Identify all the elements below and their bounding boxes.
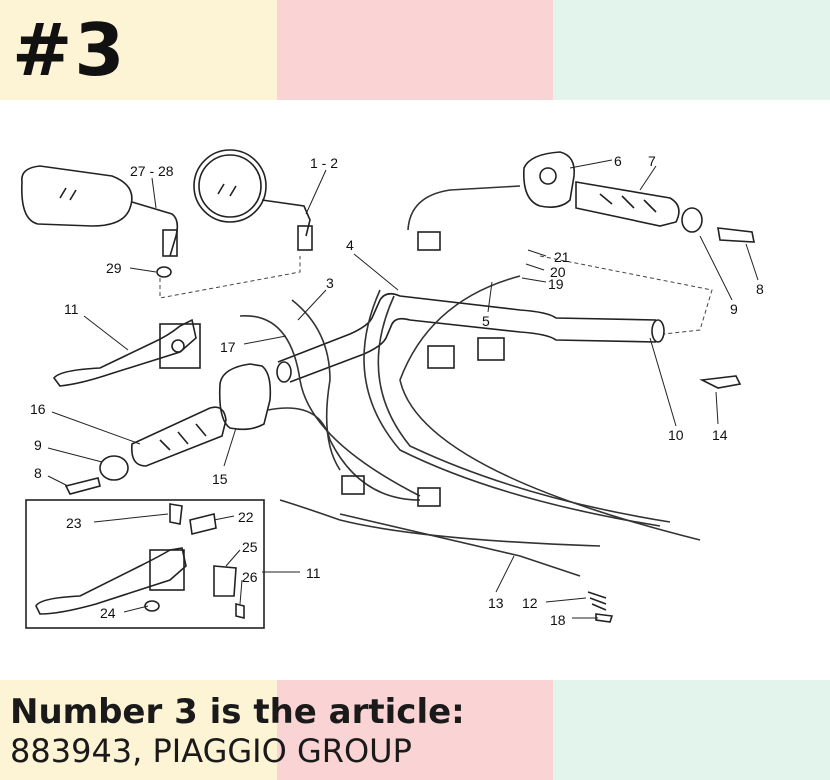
callout-17: 17 — [220, 339, 236, 355]
right-mirror — [193, 149, 313, 251]
callout-7: 7 — [648, 153, 656, 169]
throttle-dashed-guide — [539, 255, 713, 335]
bar-end-weight-left — [99, 455, 129, 481]
callout-19: 19 — [548, 276, 564, 292]
bottom-color-band — [0, 680, 830, 780]
right-switch-housing — [523, 151, 576, 208]
article-caption-heading: Number 3 is the article: — [10, 692, 465, 732]
bolt-8-left — [64, 477, 101, 495]
connector-middle — [417, 487, 441, 507]
callout-8-right: 8 — [756, 281, 764, 297]
item-number-badge: #3 — [12, 8, 127, 92]
callout-27-28: 27 - 28 — [130, 163, 174, 179]
mirror-dashed-guide — [159, 256, 301, 299]
top-band-yellow — [0, 0, 277, 100]
bolt-8-right — [717, 227, 755, 243]
callout-26: 26 — [242, 569, 258, 585]
nut-29 — [156, 266, 172, 278]
bottom-band-mint — [553, 680, 830, 780]
handlebar-exploded-diagram: 27 - 28 1 - 2 6 7 4 3 29 21 20 19 8 9 11… — [21, 149, 764, 629]
left-grip — [130, 406, 227, 467]
callout-14: 14 — [712, 427, 728, 443]
top-color-band — [0, 0, 830, 100]
bottom-band-yellow — [0, 680, 277, 780]
lever-detail-inset — [25, 499, 265, 629]
callout-21: 21 — [554, 249, 570, 265]
callout-23: 23 — [66, 515, 82, 531]
callout-15: 15 — [212, 471, 228, 487]
callout-29: 29 — [106, 260, 122, 276]
callout-5: 5 — [482, 313, 490, 329]
leader-lines — [47, 159, 759, 619]
callout-16: 16 — [30, 401, 46, 417]
connector-top — [417, 231, 441, 251]
bottom-band-pink — [277, 680, 553, 780]
callout-12: 12 — [522, 595, 538, 611]
callout-24: 24 — [100, 605, 116, 621]
callout-1-2: 1 - 2 — [310, 155, 338, 171]
throttle-grip — [575, 181, 680, 227]
left-switch-housing — [218, 363, 272, 431]
callout-22: 22 — [238, 509, 254, 525]
spring-12 — [587, 591, 607, 611]
callout-9-right: 9 — [730, 301, 738, 317]
left-clutch-lever — [52, 318, 201, 387]
callout-6: 6 — [614, 153, 622, 169]
callout-25: 25 — [242, 539, 258, 555]
handlebar-tube — [276, 292, 665, 383]
clip-14 — [699, 375, 742, 389]
cables — [239, 185, 701, 577]
top-band-mint — [553, 0, 830, 100]
callout-18: 18 — [550, 612, 566, 628]
callout-20: 20 — [550, 264, 566, 280]
connector-left — [341, 475, 365, 495]
callout-11-top: 11 — [64, 301, 79, 317]
end-cap-18 — [595, 613, 614, 623]
bar-end-weight-right — [681, 207, 703, 233]
inset-lever — [35, 503, 245, 620]
callout-11-box: 11 — [306, 565, 321, 581]
top-band-pink — [277, 0, 553, 100]
callout-8-left: 8 — [34, 465, 42, 481]
callout-3: 3 — [326, 275, 334, 291]
callout-9-left: 9 — [34, 437, 42, 453]
callout-4: 4 — [346, 237, 354, 253]
left-mirror — [21, 165, 179, 257]
article-caption-detail: 883943, PIAGGIO GROUP — [10, 732, 412, 770]
callout-10: 10 — [668, 427, 684, 443]
callout-13: 13 — [488, 595, 504, 611]
